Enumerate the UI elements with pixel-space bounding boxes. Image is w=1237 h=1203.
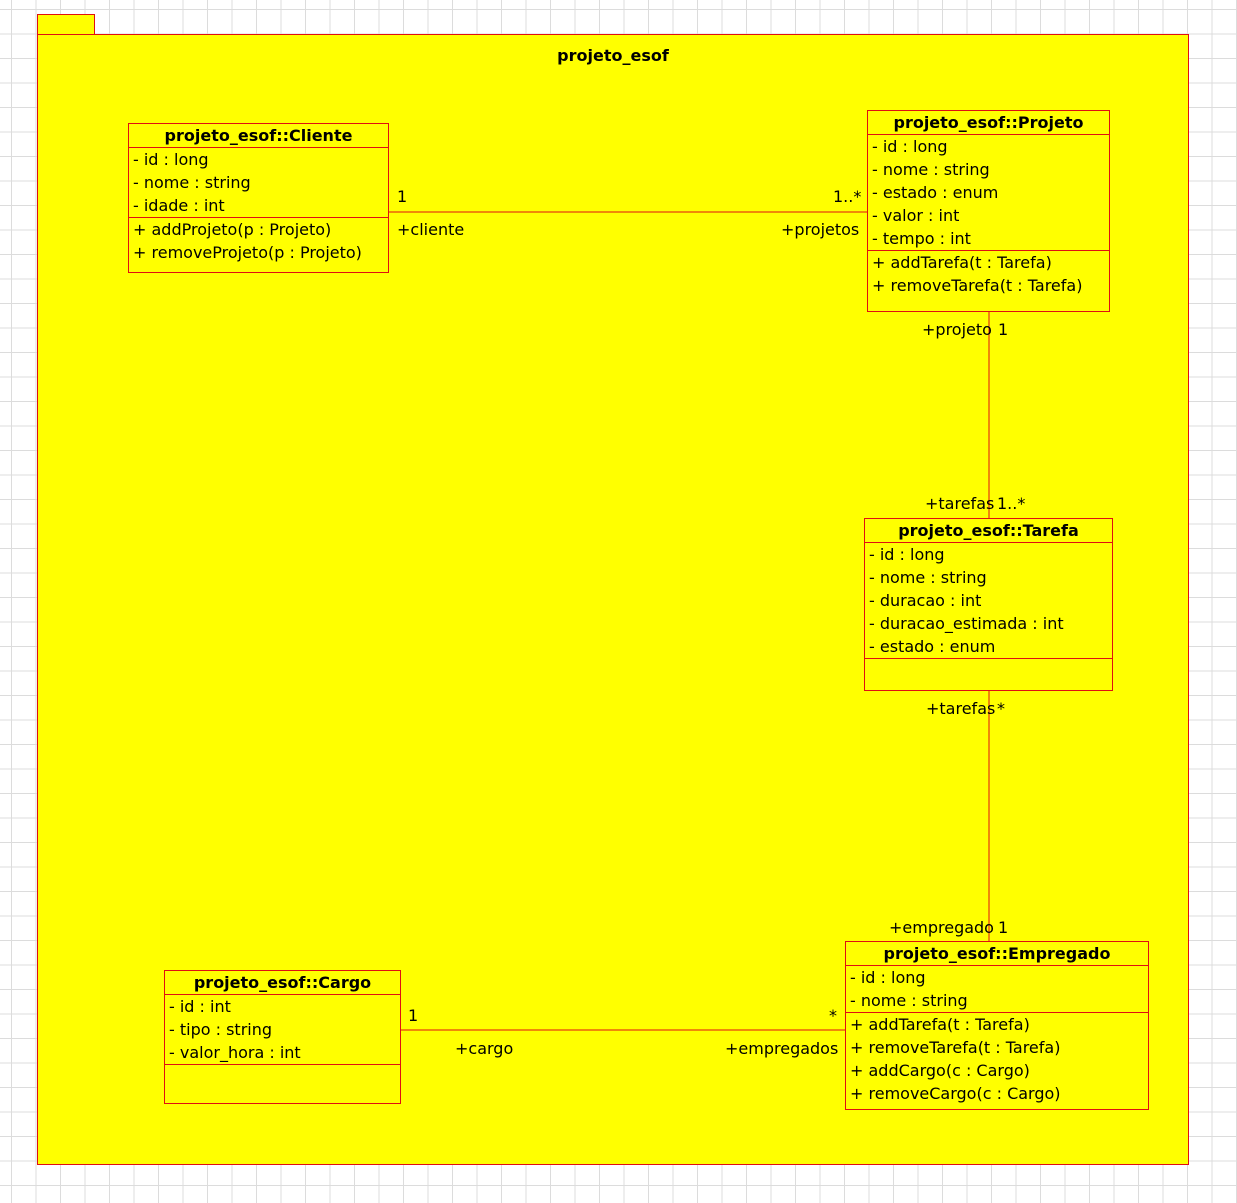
multiplicity-label: 1..* xyxy=(997,494,1026,513)
attribute: - idade : int xyxy=(133,196,225,215)
operations-section xyxy=(865,659,1112,691)
attribute: - valor_hora : int xyxy=(169,1043,301,1062)
attribute: - tempo : int xyxy=(872,229,971,248)
class-name: projeto_esof::Tarefa xyxy=(865,519,1112,543)
multiplicity-label: 1 xyxy=(408,1006,419,1025)
multiplicity-label: * xyxy=(997,699,1005,718)
attribute: - id : long xyxy=(850,968,926,987)
class-cargo[interactable]: projeto_esof::Cargo - id : int - tipo : … xyxy=(164,970,401,1104)
operation: + addCargo(c : Cargo) xyxy=(850,1061,1030,1080)
attribute: - valor : int xyxy=(872,206,960,225)
operation: + addProjeto(p : Projeto) xyxy=(133,220,332,239)
attribute: - id : int xyxy=(169,997,231,1016)
role-label: +projetos xyxy=(781,220,860,239)
operations-section: + addProjeto(p : Projeto) + removeProjet… xyxy=(129,218,388,264)
operations-section xyxy=(165,1065,400,1103)
multiplicity-label: 1..* xyxy=(833,187,862,206)
attribute: - estado : enum xyxy=(872,183,999,202)
class-cliente[interactable]: projeto_esof::Cliente - id : long - nome… xyxy=(128,123,389,273)
attribute: - id : long xyxy=(869,545,945,564)
role-label: +cargo xyxy=(455,1039,514,1058)
role-label: +empregado xyxy=(889,918,994,937)
class-name: projeto_esof::Projeto xyxy=(868,111,1109,135)
multiplicity-label: 1 xyxy=(998,320,1009,339)
attributes-section: - id : long - nome : string - duracao : … xyxy=(865,543,1112,659)
operation: + addTarefa(t : Tarefa) xyxy=(872,253,1052,272)
operations-section: + addTarefa(t : Tarefa) + removeTarefa(t… xyxy=(846,1013,1148,1105)
multiplicity-label: 1 xyxy=(397,187,408,206)
class-empregado[interactable]: projeto_esof::Empregado - id : long - no… xyxy=(845,941,1149,1110)
class-projeto[interactable]: projeto_esof::Projeto - id : long - nome… xyxy=(867,110,1110,312)
attributes-section: - id : long - nome : string - idade : in… xyxy=(129,148,388,218)
class-tarefa[interactable]: projeto_esof::Tarefa - id : long - nome … xyxy=(864,518,1113,691)
package-title: projeto_esof xyxy=(557,46,669,65)
class-name: projeto_esof::Empregado xyxy=(846,942,1148,966)
operation: + removeCargo(c : Cargo) xyxy=(850,1084,1061,1103)
operation: + addTarefa(t : Tarefa) xyxy=(850,1015,1030,1034)
role-label: +tarefas xyxy=(925,494,995,513)
attributes-section: - id : long - nome : string - estado : e… xyxy=(868,135,1109,251)
class-name: projeto_esof::Cargo xyxy=(165,971,400,995)
multiplicity-label: 1 xyxy=(998,918,1009,937)
operation: + removeTarefa(t : Tarefa) xyxy=(850,1038,1061,1057)
class-name: projeto_esof::Cliente xyxy=(129,124,388,148)
operations-section: + addTarefa(t : Tarefa) + removeTarefa(t… xyxy=(868,251,1109,297)
attribute: - id : long xyxy=(872,137,948,156)
attribute: - duracao_estimada : int xyxy=(869,614,1064,633)
operation: + removeProjeto(p : Projeto) xyxy=(133,243,362,262)
attribute: - nome : string xyxy=(872,160,990,179)
role-label: +tarefas xyxy=(926,699,996,718)
attribute: - id : long xyxy=(133,150,209,169)
operation: + removeTarefa(t : Tarefa) xyxy=(872,276,1083,295)
role-label: +projeto xyxy=(922,320,992,339)
role-label: +cliente xyxy=(397,220,465,239)
attribute: - nome : string xyxy=(869,568,987,587)
attribute: - tipo : string xyxy=(169,1020,273,1039)
attribute: - duracao : int xyxy=(869,591,982,610)
attributes-section: - id : long - nome : string xyxy=(846,966,1148,1013)
attribute: - nome : string xyxy=(850,991,968,1010)
role-label: +empregados xyxy=(725,1039,839,1058)
attributes-section: - id : int - tipo : string - valor_hora … xyxy=(165,995,400,1065)
attribute: - nome : string xyxy=(133,173,251,192)
multiplicity-label: * xyxy=(829,1006,837,1025)
attribute: - estado : enum xyxy=(869,637,996,656)
